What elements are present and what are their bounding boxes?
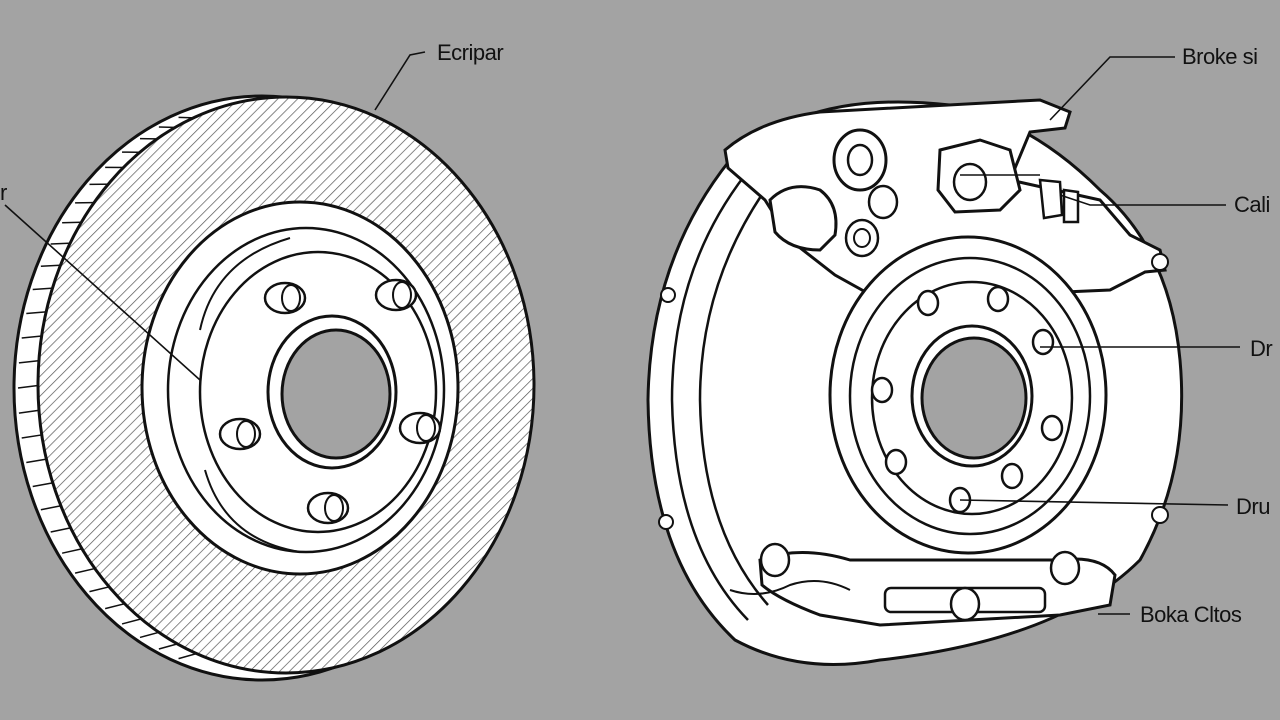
hub-bolt-hole	[884, 448, 908, 476]
label-right-upper: Cali	[1234, 192, 1270, 217]
callout-labels: Ecripar r Broke si Cali Dr Dru Boka Clto…	[0, 40, 1273, 627]
label-top-right: Broke si	[1182, 44, 1257, 69]
leader-right-upper	[1059, 194, 1226, 206]
brake-rotor	[12, 94, 536, 682]
rotor-lug-studs	[218, 278, 442, 525]
label-right-middle: Dr	[1250, 336, 1272, 361]
caliper-clip	[1038, 178, 1080, 224]
lower-adjuster-bolt	[949, 586, 981, 622]
label-top-left: Ecripar	[437, 40, 503, 65]
label-left-edge: r	[0, 180, 7, 205]
lug-stud-tip	[324, 494, 344, 522]
label-bottom-right: Boka Cltos	[1140, 602, 1242, 627]
hub-bolt-hole	[1040, 414, 1064, 442]
drum-inner-lip-2	[698, 189, 769, 606]
rotor-center-bore	[280, 328, 392, 460]
leader-top-right	[1049, 56, 1175, 121]
caliper-bolt-inner	[846, 143, 874, 177]
caliper-window-bolt	[952, 162, 988, 202]
hub-center-bore	[920, 336, 1028, 460]
hub-bolt-hole	[986, 285, 1010, 313]
side-stud-right-low	[1151, 506, 1169, 524]
hub-bolt-hole	[870, 376, 894, 404]
hub-bolt-hole	[1000, 462, 1024, 490]
hub-bolt-hole	[1031, 328, 1055, 356]
leader-top-left	[374, 51, 426, 111]
side-stud-left	[660, 287, 676, 303]
rotor-hat-shading-lower	[204, 469, 301, 553]
caliper-assembly	[646, 98, 1184, 666]
lower-bolt-right	[1049, 550, 1081, 586]
lower-spring	[729, 580, 851, 595]
lug-stud-tip	[416, 414, 436, 442]
leader-right-lower	[959, 499, 1229, 506]
label-right-lower: Dru	[1236, 494, 1270, 519]
side-stud-right	[1151, 253, 1169, 271]
caliper-bolt-2	[867, 184, 899, 220]
leader-lines	[4, 51, 1240, 615]
lug-stud-tip	[392, 281, 412, 309]
drum-inner-lip	[670, 174, 749, 621]
caliper-bolt-3-core	[853, 228, 871, 248]
lug-stud-tip	[281, 284, 301, 312]
rotor-hat-shading	[199, 237, 291, 331]
side-stud-left-low	[658, 514, 674, 530]
caliper-arm	[768, 185, 838, 252]
lug-stud-tip	[236, 420, 256, 448]
lower-bolt-left	[759, 542, 791, 578]
leader-left-edge	[4, 204, 201, 381]
hub-bolt-hole	[916, 289, 940, 317]
